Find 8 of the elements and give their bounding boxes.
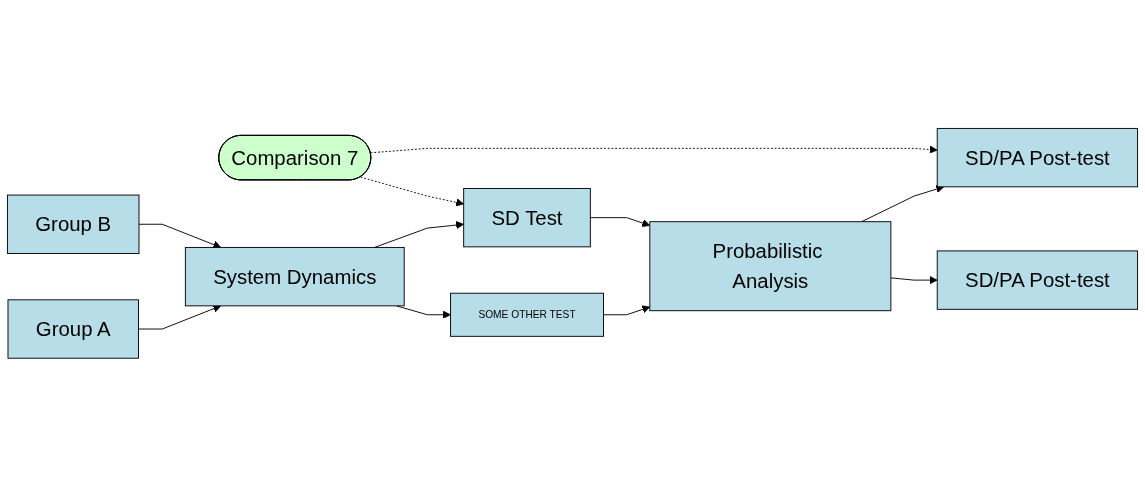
node-box: System Dynamics [184,247,405,307]
node-box: Probabilistic Analysis [649,221,892,312]
node-box: Group B [6,194,140,255]
node-box: Group A [7,299,139,359]
node-box: SD/PA Post-test [936,250,1139,310]
node-box: SD/PA Post-test [936,128,1139,188]
node-box: SD Test [463,188,591,248]
node-box: SOME OTHER TEST [450,292,604,337]
